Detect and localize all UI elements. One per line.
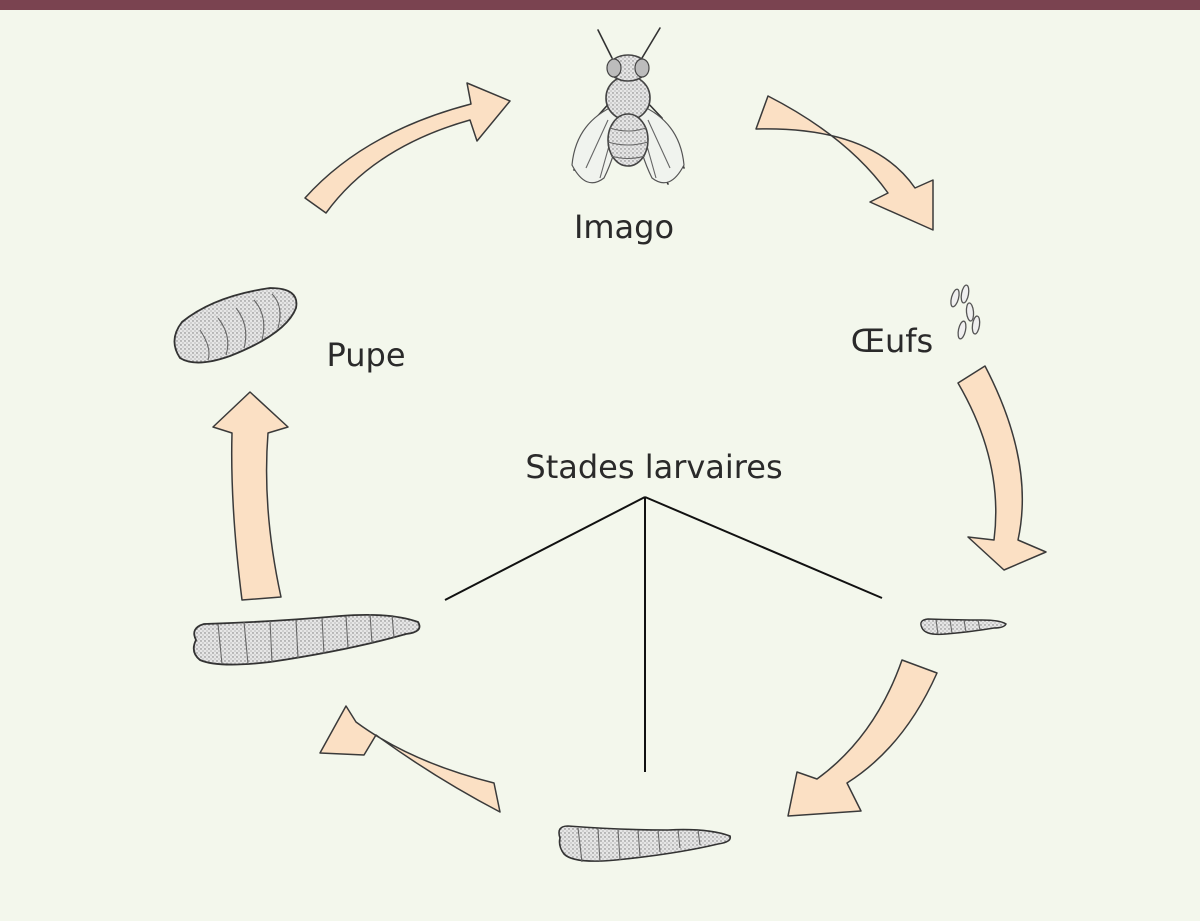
arrow-larva-to-larva	[787, 659, 938, 817]
larva-medium-icon	[558, 825, 732, 863]
larva-large-icon	[192, 613, 421, 666]
line-to-large-larva	[444, 496, 646, 601]
arrow-oeufs-to-larva	[957, 365, 1047, 571]
label-imago: Imago	[574, 208, 674, 246]
eggs-icon	[950, 284, 981, 340]
label-pupe: Pupe	[326, 336, 405, 374]
pupa-icon	[173, 287, 298, 364]
cycle-arrows	[212, 82, 1047, 817]
arrow-imago-to-oeufs	[755, 95, 934, 231]
top-bar	[0, 0, 1200, 10]
larval-stage-lines	[444, 496, 883, 772]
larva-small-icon	[920, 618, 1007, 636]
label-oeufs: Œufs	[851, 322, 933, 360]
fly-icon	[571, 27, 685, 185]
line-to-small-larva	[644, 496, 883, 599]
arrow-larva-to-larva-large	[319, 705, 501, 813]
label-stades-larvaires: Stades larvaires	[525, 448, 782, 486]
arrow-larva-to-pupe	[212, 391, 289, 601]
arrow-pupe-to-imago	[304, 82, 511, 214]
